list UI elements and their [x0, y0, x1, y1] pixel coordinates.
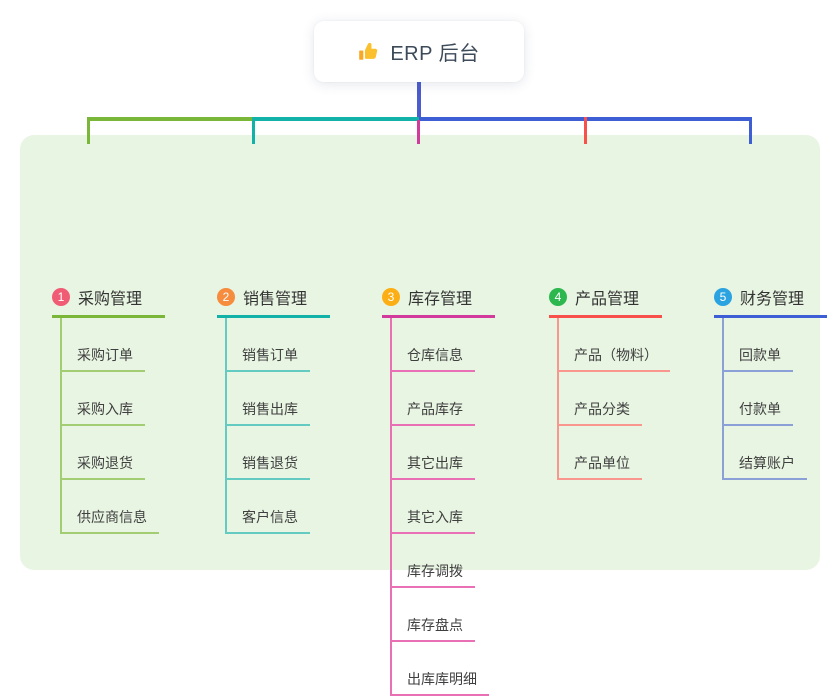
child-row: 产品（物料）: [559, 318, 670, 372]
child-row: 产品单位: [559, 426, 670, 480]
child-node[interactable]: 产品库存: [392, 399, 475, 426]
root-node[interactable]: ERP 后台: [314, 21, 524, 82]
branch-node-5[interactable]: 5 财务管理: [714, 285, 827, 318]
branch-label: 库存管理: [408, 291, 473, 308]
branch-number-badge: 2: [217, 288, 235, 306]
branch-number-badge: 4: [549, 288, 567, 306]
child-row: 出库库明细: [392, 642, 489, 696]
branch-node-1[interactable]: 1 采购管理: [52, 285, 165, 318]
child-node[interactable]: 其它出库: [392, 453, 475, 480]
child-node[interactable]: 结算账户: [724, 453, 807, 480]
branch-children: 回款单付款单结算账户: [722, 318, 807, 480]
child-node[interactable]: 采购订单: [62, 345, 145, 372]
child-node[interactable]: 销售退货: [227, 453, 310, 480]
branch-children: 产品（物料） 产品分类产品单位: [557, 318, 670, 480]
child-node[interactable]: 库存调拨: [392, 561, 475, 588]
child-row: 仓库信息: [392, 318, 489, 372]
child-row: 付款单: [724, 372, 807, 426]
child-node[interactable]: 销售出库: [227, 399, 310, 426]
child-row: 销售退货: [227, 426, 310, 480]
child-row: 其它出库: [392, 426, 489, 480]
connector-elbow-5: [749, 117, 752, 144]
branch-3: 3 库存管理仓库信息产品库存其它出库其它入库库存调拨库存盘点出库库明细: [382, 285, 495, 696]
child-node[interactable]: 客户信息: [227, 507, 310, 534]
branch-number-badge: 3: [382, 288, 400, 306]
child-row: 结算账户: [724, 426, 807, 480]
branches-panel: 1 采购管理采购订单采购入库采购退货供应商信息 2 销售管理销售订单销售出库销售退货客…: [20, 135, 827, 696]
child-node[interactable]: 仓库信息: [392, 345, 475, 372]
child-node[interactable]: 销售订单: [227, 345, 310, 372]
branch-number-badge: 1: [52, 288, 70, 306]
child-row: 销售订单: [227, 318, 310, 372]
child-node[interactable]: 回款单: [724, 345, 793, 372]
child-node[interactable]: 产品分类: [559, 399, 642, 426]
child-node[interactable]: 产品单位: [559, 453, 642, 480]
connector-elbow-3: [417, 120, 420, 144]
child-row: 库存调拨: [392, 534, 489, 588]
branch-children: 仓库信息产品库存其它出库其它入库库存调拨库存盘点出库库明细: [390, 318, 489, 696]
branch-node-2[interactable]: 2 销售管理: [217, 285, 330, 318]
branch-1: 1 采购管理采购订单采购入库采购退货供应商信息: [52, 285, 165, 534]
connector-elbow-2: [252, 117, 255, 144]
child-row: 库存盘点: [392, 588, 489, 642]
child-row: 销售出库: [227, 372, 310, 426]
branch-children: 销售订单销售出库销售退货客户信息: [225, 318, 310, 534]
child-node[interactable]: 采购入库: [62, 399, 145, 426]
mindmap-canvas: 1 采购管理采购订单采购入库采购退货供应商信息 2 销售管理销售订单销售出库销售退货客…: [20, 21, 827, 696]
child-node[interactable]: 出库库明细: [392, 669, 489, 696]
branch-label: 销售管理: [243, 291, 308, 308]
child-row: 采购退货: [62, 426, 159, 480]
child-row: 产品库存: [392, 372, 489, 426]
connector-elbow-1: [87, 117, 90, 144]
connector-rail-2: [252, 117, 419, 121]
child-row: 采购入库: [62, 372, 159, 426]
branch-4: 4 产品管理产品（物料） 产品分类产品单位: [549, 285, 670, 480]
branch-number-badge: 5: [714, 288, 732, 306]
branch-node-3[interactable]: 3 库存管理: [382, 285, 495, 318]
child-row: 供应商信息: [62, 480, 159, 534]
child-row: 产品分类: [559, 372, 670, 426]
branch-5: 5 财务管理回款单付款单结算账户: [714, 285, 827, 480]
child-node[interactable]: 付款单: [724, 399, 793, 426]
connector-rail-1: [87, 117, 252, 121]
branch-node-4[interactable]: 4 产品管理: [549, 285, 662, 318]
thumbs-up-icon: [358, 41, 380, 63]
child-row: 采购订单: [62, 318, 159, 372]
child-node[interactable]: 采购退货: [62, 453, 145, 480]
child-node[interactable]: 库存盘点: [392, 615, 475, 642]
branch-children: 采购订单采购入库采购退货供应商信息: [60, 318, 159, 534]
child-row: 其它入库: [392, 480, 489, 534]
root-connector-line: [416, 82, 421, 121]
root-node-label: ERP 后台: [390, 43, 480, 65]
child-row: 回款单: [724, 318, 807, 372]
child-node[interactable]: 供应商信息: [62, 507, 159, 534]
branch-label: 产品管理: [575, 291, 640, 308]
branch-label: 财务管理: [740, 291, 805, 308]
child-node[interactable]: 产品（物料）: [559, 345, 670, 372]
branch-2: 2 销售管理销售订单销售出库销售退货客户信息: [217, 285, 330, 534]
connector-elbow-4: [584, 117, 587, 144]
branch-label: 采购管理: [78, 291, 143, 308]
child-row: 客户信息: [227, 480, 310, 534]
child-node[interactable]: 其它入库: [392, 507, 475, 534]
